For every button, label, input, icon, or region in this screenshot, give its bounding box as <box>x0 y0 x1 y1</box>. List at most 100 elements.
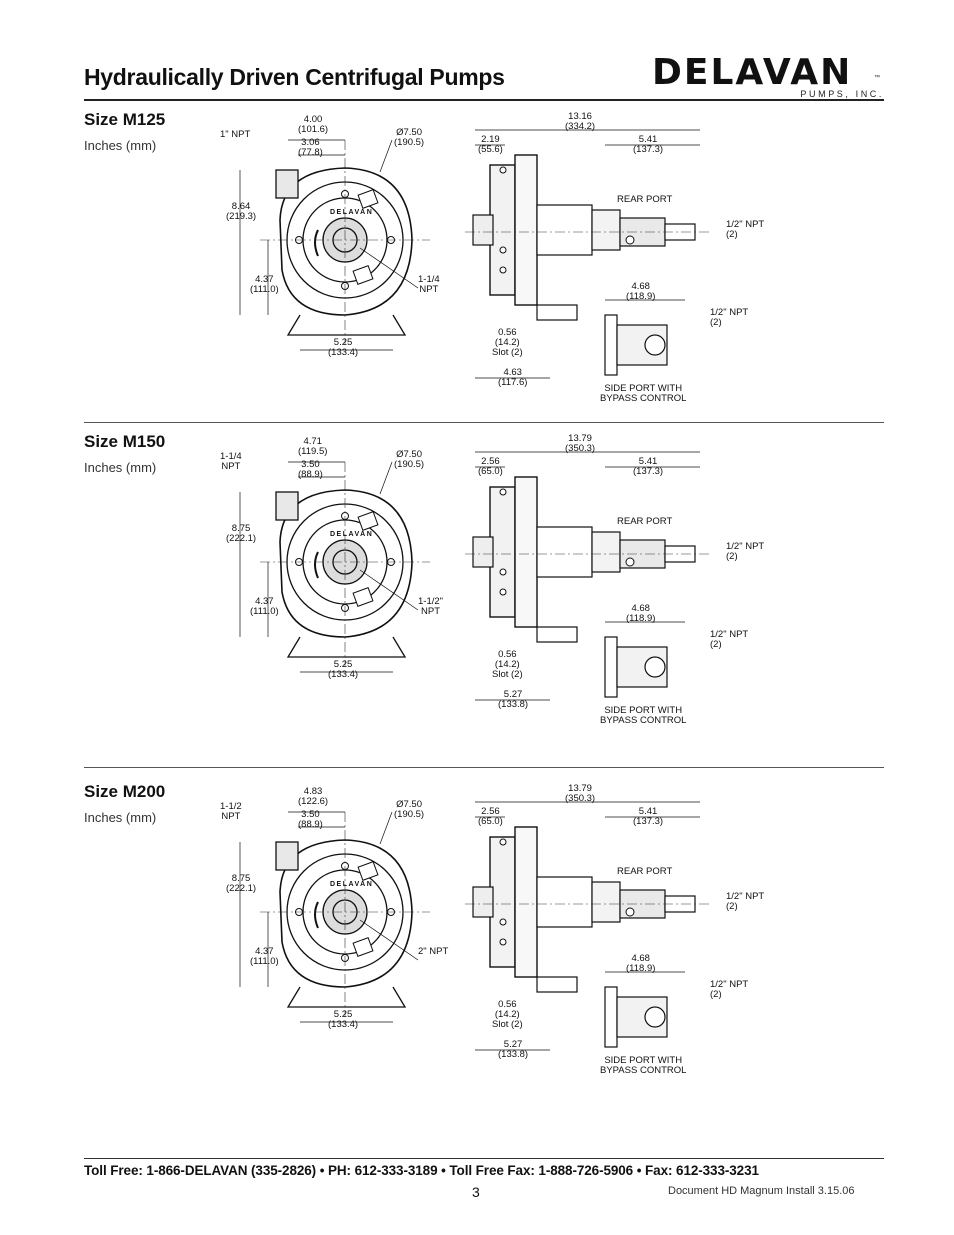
section-divider <box>84 767 884 768</box>
bearing-housing <box>536 526 593 578</box>
front-flange <box>489 486 516 618</box>
dim-port-offset: 4.68 (118.9) <box>626 953 656 974</box>
mounting-base <box>536 304 578 321</box>
dim-flange: 2.56 (65.0) <box>478 806 503 827</box>
bolt-icon <box>499 588 507 596</box>
bypass-label: SIDE PORT WITH BYPASS CONTROL <box>600 705 687 726</box>
leader-line <box>359 247 419 289</box>
leader-line <box>379 139 393 173</box>
rotation-arrow-icon <box>314 229 319 257</box>
footer-rule <box>84 1158 884 1159</box>
window-icon <box>357 861 379 881</box>
mounting-base <box>536 976 578 993</box>
inlet-neck <box>275 491 299 521</box>
casting-brand: DELAVAN <box>330 531 374 538</box>
dim-overall: 13.16 (334.2) <box>565 111 596 132</box>
dim-inner-width: 3.06 (77.8) <box>298 137 323 158</box>
dim-inner-width: 3.50 (88.9) <box>298 809 323 830</box>
bolt-icon <box>499 938 507 946</box>
leader-line <box>359 919 419 961</box>
inlet-npt-label: 1" NPT <box>220 129 251 140</box>
bolt-icon <box>499 838 507 846</box>
window-icon <box>352 937 374 957</box>
height-label: 8.75 (222.1) <box>226 523 257 544</box>
outlet-npt-label: 2" NPT <box>418 946 449 957</box>
dim-overall: 13.79 (350.3) <box>565 783 596 804</box>
rotation-arrow-icon <box>314 901 319 929</box>
motor-adapter <box>591 881 621 923</box>
page-number: 3 <box>472 1184 480 1200</box>
base-width-label: 5.25 (133.4) <box>328 659 359 680</box>
units-note: Inches (mm) <box>84 460 157 475</box>
port-plug-icon <box>625 557 635 567</box>
bypass-valve-icon <box>644 656 666 678</box>
base-width-label: 5.25 (133.4) <box>328 337 359 358</box>
rear-npt-label: 1/2" NPT (2) <box>726 219 765 240</box>
document-id: Document HD Magnum Install 3.15.06 <box>668 1185 855 1197</box>
side-npt-label: 1/2" NPT (2) <box>710 307 749 328</box>
bypass-flange <box>604 986 618 1048</box>
inlet-npt-label: 1-1/2 NPT <box>220 801 242 822</box>
bolt-icon <box>499 246 507 254</box>
bypass-label: SIDE PORT WITH BYPASS CONTROL <box>600 1055 687 1076</box>
side-npt-label: 1/2" NPT (2) <box>710 629 749 650</box>
leader-line <box>379 461 393 495</box>
logo-subtext: PUMPS, INC. <box>800 89 884 99</box>
front-view-drawing <box>239 461 430 673</box>
bolt-icon <box>499 568 507 576</box>
inlet-stub <box>472 536 494 568</box>
bolt-icon <box>499 266 507 274</box>
height-label: 8.75 (222.1) <box>226 873 257 894</box>
pump-body <box>514 154 538 306</box>
section-divider <box>84 422 884 423</box>
dim-base: 5.27 (133.8) <box>498 689 529 710</box>
dim-motor: 5.41 (137.3) <box>633 806 664 827</box>
base-foot <box>286 314 407 336</box>
motor-adapter <box>591 209 621 251</box>
window-icon <box>352 265 374 285</box>
inlet-neck <box>275 169 299 199</box>
dim-base: 5.27 (133.8) <box>498 1039 529 1060</box>
base-foot <box>286 636 407 658</box>
rear-port-label: REAR PORT <box>617 516 673 527</box>
size-title: Size M200 <box>84 782 166 801</box>
center-height-label: 4.37 (111.0) <box>250 596 279 617</box>
dim-top-width: 4.71 (119.5) <box>298 436 328 457</box>
outlet-npt-label: 1-1/2" NPT <box>418 596 444 617</box>
rear-npt-label: 1/2" NPT (2) <box>726 541 765 562</box>
base-width-label: 5.25 (133.4) <box>328 1009 359 1030</box>
side-npt-label: 1/2" NPT (2) <box>710 979 749 1000</box>
rear-npt-label: 1/2" NPT (2) <box>726 891 765 912</box>
dim-top-width: 4.83 (122.6) <box>298 786 329 807</box>
side-view-drawing <box>465 801 710 1051</box>
bearing-housing <box>536 204 593 256</box>
logo-wordmark: DELAVAN <box>652 52 853 93</box>
port-plug-icon <box>625 907 635 917</box>
bearing-housing <box>536 876 593 928</box>
bypass-valve-icon <box>644 334 666 356</box>
mounting-base <box>536 626 578 643</box>
inlet-npt-label: 1-1/4 NPT <box>220 451 242 472</box>
dim-base: 4.63 (117.6) <box>498 367 528 388</box>
inlet-stub <box>472 886 494 918</box>
dim-inner-width: 3.50 (88.9) <box>298 459 323 480</box>
side-view-drawing <box>465 129 710 379</box>
logo-trademark: ™ <box>874 75 880 81</box>
motor-adapter <box>591 531 621 573</box>
size-title: Size M150 <box>84 432 166 451</box>
inlet-neck <box>275 841 299 871</box>
dim-port-offset: 4.68 (118.9) <box>626 281 656 302</box>
bypass-label: SIDE PORT WITH BYPASS CONTROL <box>600 383 687 404</box>
leader-line <box>359 569 419 611</box>
center-height-label: 4.37 (111.0) <box>250 946 279 967</box>
leader-line <box>379 811 393 845</box>
front-flange <box>489 836 516 968</box>
contact-line: Toll Free: 1-866-DELAVAN (335-2826) • PH… <box>84 1163 759 1178</box>
casting-brand: DELAVAN <box>330 881 374 888</box>
units-note: Inches (mm) <box>84 810 157 825</box>
title-rule <box>84 99 884 101</box>
casting-brand: DELAVAN <box>330 209 374 216</box>
dim-top-width: 4.00 (101.6) <box>298 114 329 135</box>
